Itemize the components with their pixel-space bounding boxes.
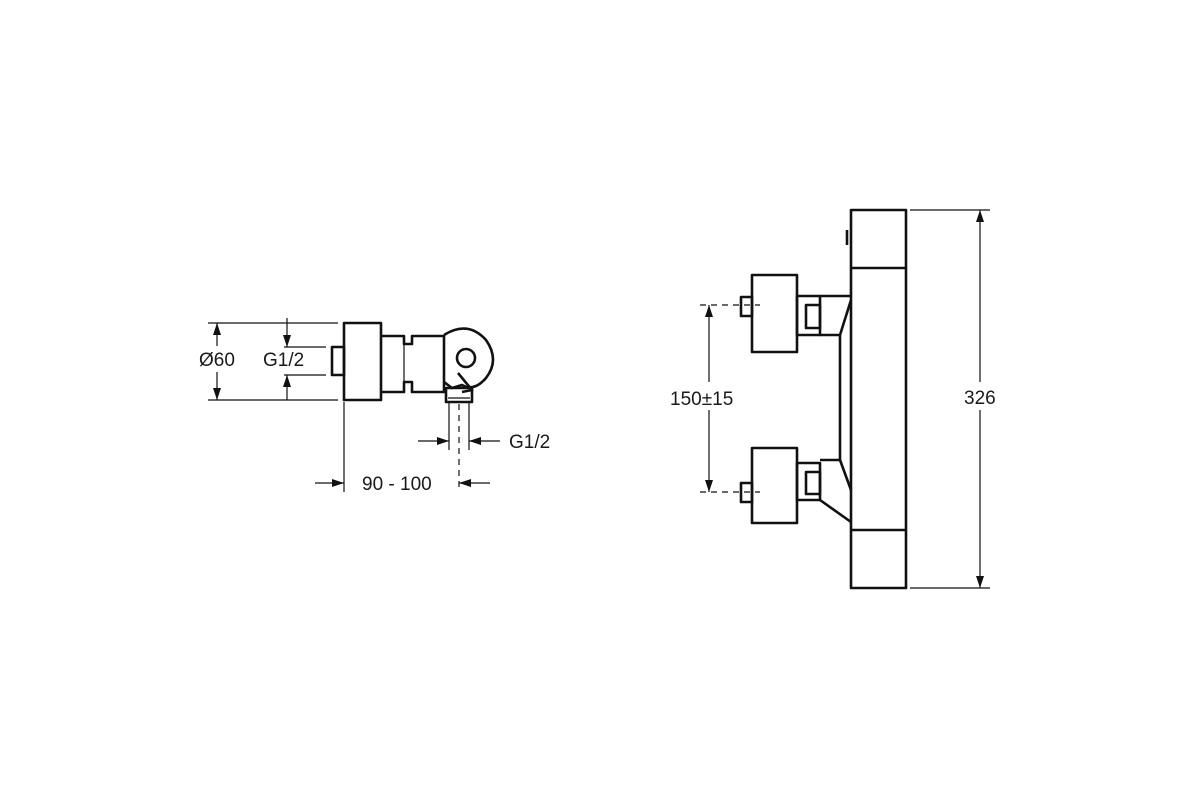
front-upper-nut-inner: [804, 303, 822, 330]
front-lower-nut-inner: [804, 470, 822, 496]
diameter-label: Ø60: [199, 350, 235, 371]
front-pipe-edge: [838, 459, 853, 491]
side-body: [381, 334, 446, 394]
arrow: [705, 480, 713, 492]
wall-distance-label: 90 - 100: [362, 474, 432, 495]
arrow: [213, 388, 221, 400]
arrow: [705, 305, 713, 317]
arrow: [976, 210, 984, 222]
label-bg: [196, 346, 250, 372]
front-main-body: [849, 208, 908, 590]
side-wall-connector: [330, 345, 346, 377]
front-upper-escutcheon: [750, 273, 799, 354]
arrow: [437, 437, 449, 445]
outlet-thread-label: G1/2: [509, 432, 550, 453]
inlet-thread-label: G1/2: [263, 350, 304, 371]
arrow: [469, 437, 481, 445]
side-valve-head: [443, 327, 495, 390]
front-connector-pipe: [819, 294, 852, 524]
front-upper-stub: [739, 295, 754, 318]
side-control-knob: [455, 347, 477, 369]
arrow: [459, 479, 471, 487]
arrow: [976, 576, 984, 588]
side-view: Ø60 G1/2 G1/2 90 - 100: [196, 318, 550, 495]
front-lower-escutcheon: [750, 446, 799, 525]
front-view: 150±15 326: [670, 208, 996, 590]
side-outlet: [444, 386, 474, 404]
front-lower-stub: [739, 481, 754, 504]
inlet-spacing-label: 150±15: [670, 389, 733, 410]
arrow: [332, 479, 344, 487]
arrow: [213, 323, 221, 335]
arrow: [283, 375, 291, 387]
label-bg: [262, 348, 326, 372]
arrow: [283, 335, 291, 347]
total-height-label: 326: [964, 388, 996, 409]
side-escutcheon: [342, 321, 383, 402]
front-pipe-edge: [838, 299, 853, 336]
